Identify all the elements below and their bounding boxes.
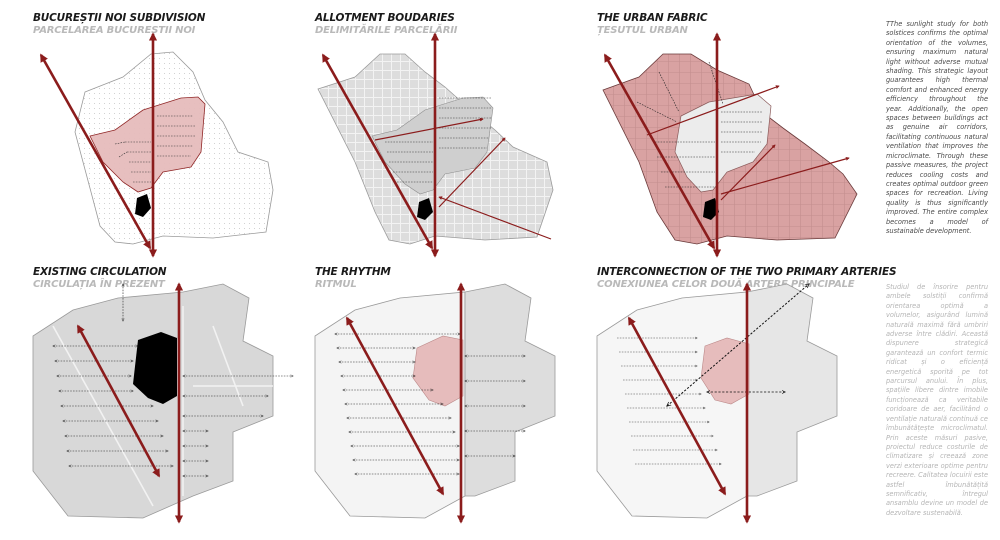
boundary-arrow: [438, 137, 506, 208]
panel-urban-fabric: THE URBAN FABRIC ȚESUTUL URBAN: [597, 12, 867, 267]
site-boundary: [32, 283, 274, 519]
site-map: [596, 282, 838, 524]
panel-title: THE RHYTHM: [315, 266, 391, 278]
site-map: [317, 32, 554, 258]
panel-subtitle: DELIMITĂRILE PARCELĂRII: [315, 25, 458, 36]
primary-artery-diagonal: [39, 53, 152, 250]
site-right-half: [746, 283, 838, 497]
panel-subtitle: RITMUL: [315, 279, 357, 290]
panel-allotment: ALLOTMENT BOUDARIES DELIMITĂRILE PARCELĂ…: [315, 12, 585, 267]
panel-subtitle: PARCELAREA BUCUREȘTII NOI: [33, 25, 196, 36]
panel-subdivision: BUCUREȘTII NOI SUBDIVISION PARCELAREA BU…: [33, 12, 303, 267]
site-map: [314, 282, 556, 524]
description-english: TThe sunlight study for both solstices c…: [886, 20, 988, 235]
panel-interconnection: INTERCONNECTION OF THE TWO PRIMARY ARTER…: [596, 266, 897, 524]
primary-artery-diagonal: [76, 324, 161, 478]
panel-title: EXISTING CIRCULATION: [33, 266, 167, 278]
primary-artery-diagonal: [321, 53, 434, 250]
panel-title: BUCUREȘTII NOI SUBDIVISION: [33, 12, 206, 24]
site-left-half: [596, 291, 748, 519]
panel-rhythm: THE RHYTHM RITMUL: [314, 266, 585, 524]
panel-title: ALLOTMENT BOUDARIES: [315, 12, 455, 24]
site-map: [32, 282, 303, 524]
primary-artery-diagonal: [627, 316, 727, 496]
site-map: [39, 32, 274, 258]
site-right-half: [464, 283, 556, 497]
primary-artery-diagonal: [345, 316, 445, 496]
fabric-arrow: [720, 144, 776, 201]
site-map: [602, 32, 858, 258]
primary-artery-diagonal: [603, 53, 716, 250]
description-romanian: Studiul de însorire pentru ambele solsti…: [886, 283, 988, 517]
panel-title: INTERCONNECTION OF THE TWO PRIMARY ARTER…: [597, 266, 897, 278]
panel-title: THE URBAN FABRIC: [597, 12, 708, 24]
fabric-arrow: [720, 156, 850, 195]
panel-existing-circulation: EXISTING CIRCULATION CIRCULAȚIA ÎN PREZE…: [32, 266, 303, 524]
boundary-arrow: [438, 196, 552, 240]
panel-subtitle: CIRCULAȚIA ÎN PREZENT: [33, 279, 165, 290]
panel-subtitle: ȚESUTUL URBAN: [597, 25, 688, 36]
